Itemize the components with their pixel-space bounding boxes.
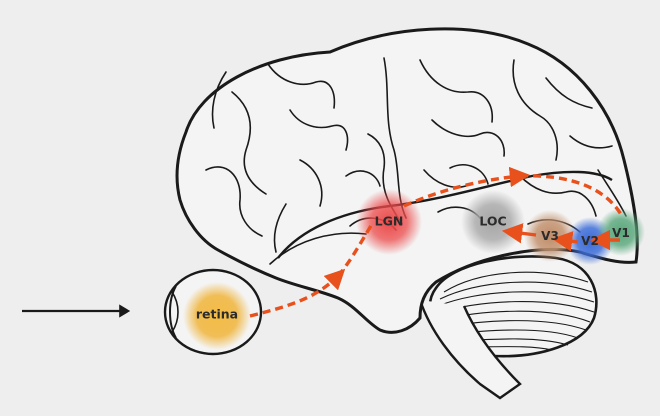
pathway-v2-to-v3	[551, 231, 579, 252]
loc-label: LOC	[479, 214, 506, 229]
v1-label: V1	[612, 226, 630, 240]
v3-label: V3	[541, 229, 559, 243]
pathway-retina-to-lgn	[249, 268, 346, 318]
brain-outline	[175, 27, 639, 334]
v2-label: V2	[581, 234, 599, 248]
pathway-lgn-segment	[336, 223, 374, 278]
retina-label: retina	[196, 307, 238, 322]
lateral-fissure	[277, 170, 613, 259]
region-glows	[183, 189, 645, 350]
lgn-label: LGN	[375, 214, 404, 229]
brain-stem	[418, 299, 522, 400]
pathway-arrows	[249, 166, 624, 318]
pathway-v3-to-loc	[501, 223, 537, 244]
pathway-to-v1	[519, 174, 624, 217]
retina-region	[183, 282, 251, 350]
pathway-lgn-to-v1	[403, 166, 531, 208]
